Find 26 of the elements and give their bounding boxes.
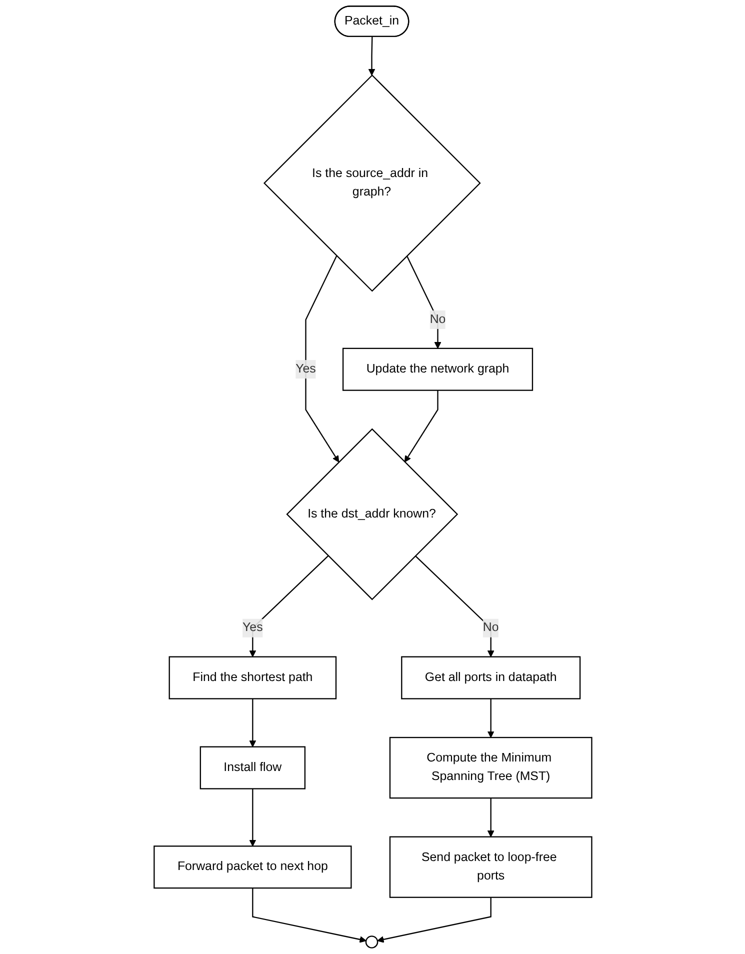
edge-label: No xyxy=(429,312,446,326)
arrow xyxy=(486,698,494,738)
edge-label: No xyxy=(482,621,498,634)
arrow xyxy=(486,798,494,838)
arrow xyxy=(248,698,256,748)
node-box: Find the shortest path xyxy=(168,656,336,700)
arrow xyxy=(248,555,328,658)
arrow xyxy=(414,555,494,658)
arrow xyxy=(368,36,375,76)
node-diamond: Is the dst_addr known? xyxy=(286,428,458,600)
arrow xyxy=(406,256,441,349)
arrow xyxy=(252,888,366,943)
node-box: Install flow xyxy=(199,746,306,790)
node-box: Update the network graph xyxy=(342,348,533,391)
arrow xyxy=(248,788,256,846)
arrow xyxy=(404,390,438,462)
arrow xyxy=(304,256,339,462)
node-box: Send packet to loop-free ports xyxy=(388,836,592,898)
node-circle xyxy=(364,936,378,948)
arrow xyxy=(376,897,491,943)
edge-label: Yes xyxy=(295,362,316,376)
node-diamond: Is the source_addr in graph? xyxy=(263,74,480,292)
edge-label: Yes xyxy=(242,621,262,634)
node-box: Get all ports in datapath xyxy=(400,656,580,700)
node-box: Compute the Minimum Spanning Tree (MST) xyxy=(388,736,592,799)
node-box: Forward packet to next hop xyxy=(153,846,352,889)
